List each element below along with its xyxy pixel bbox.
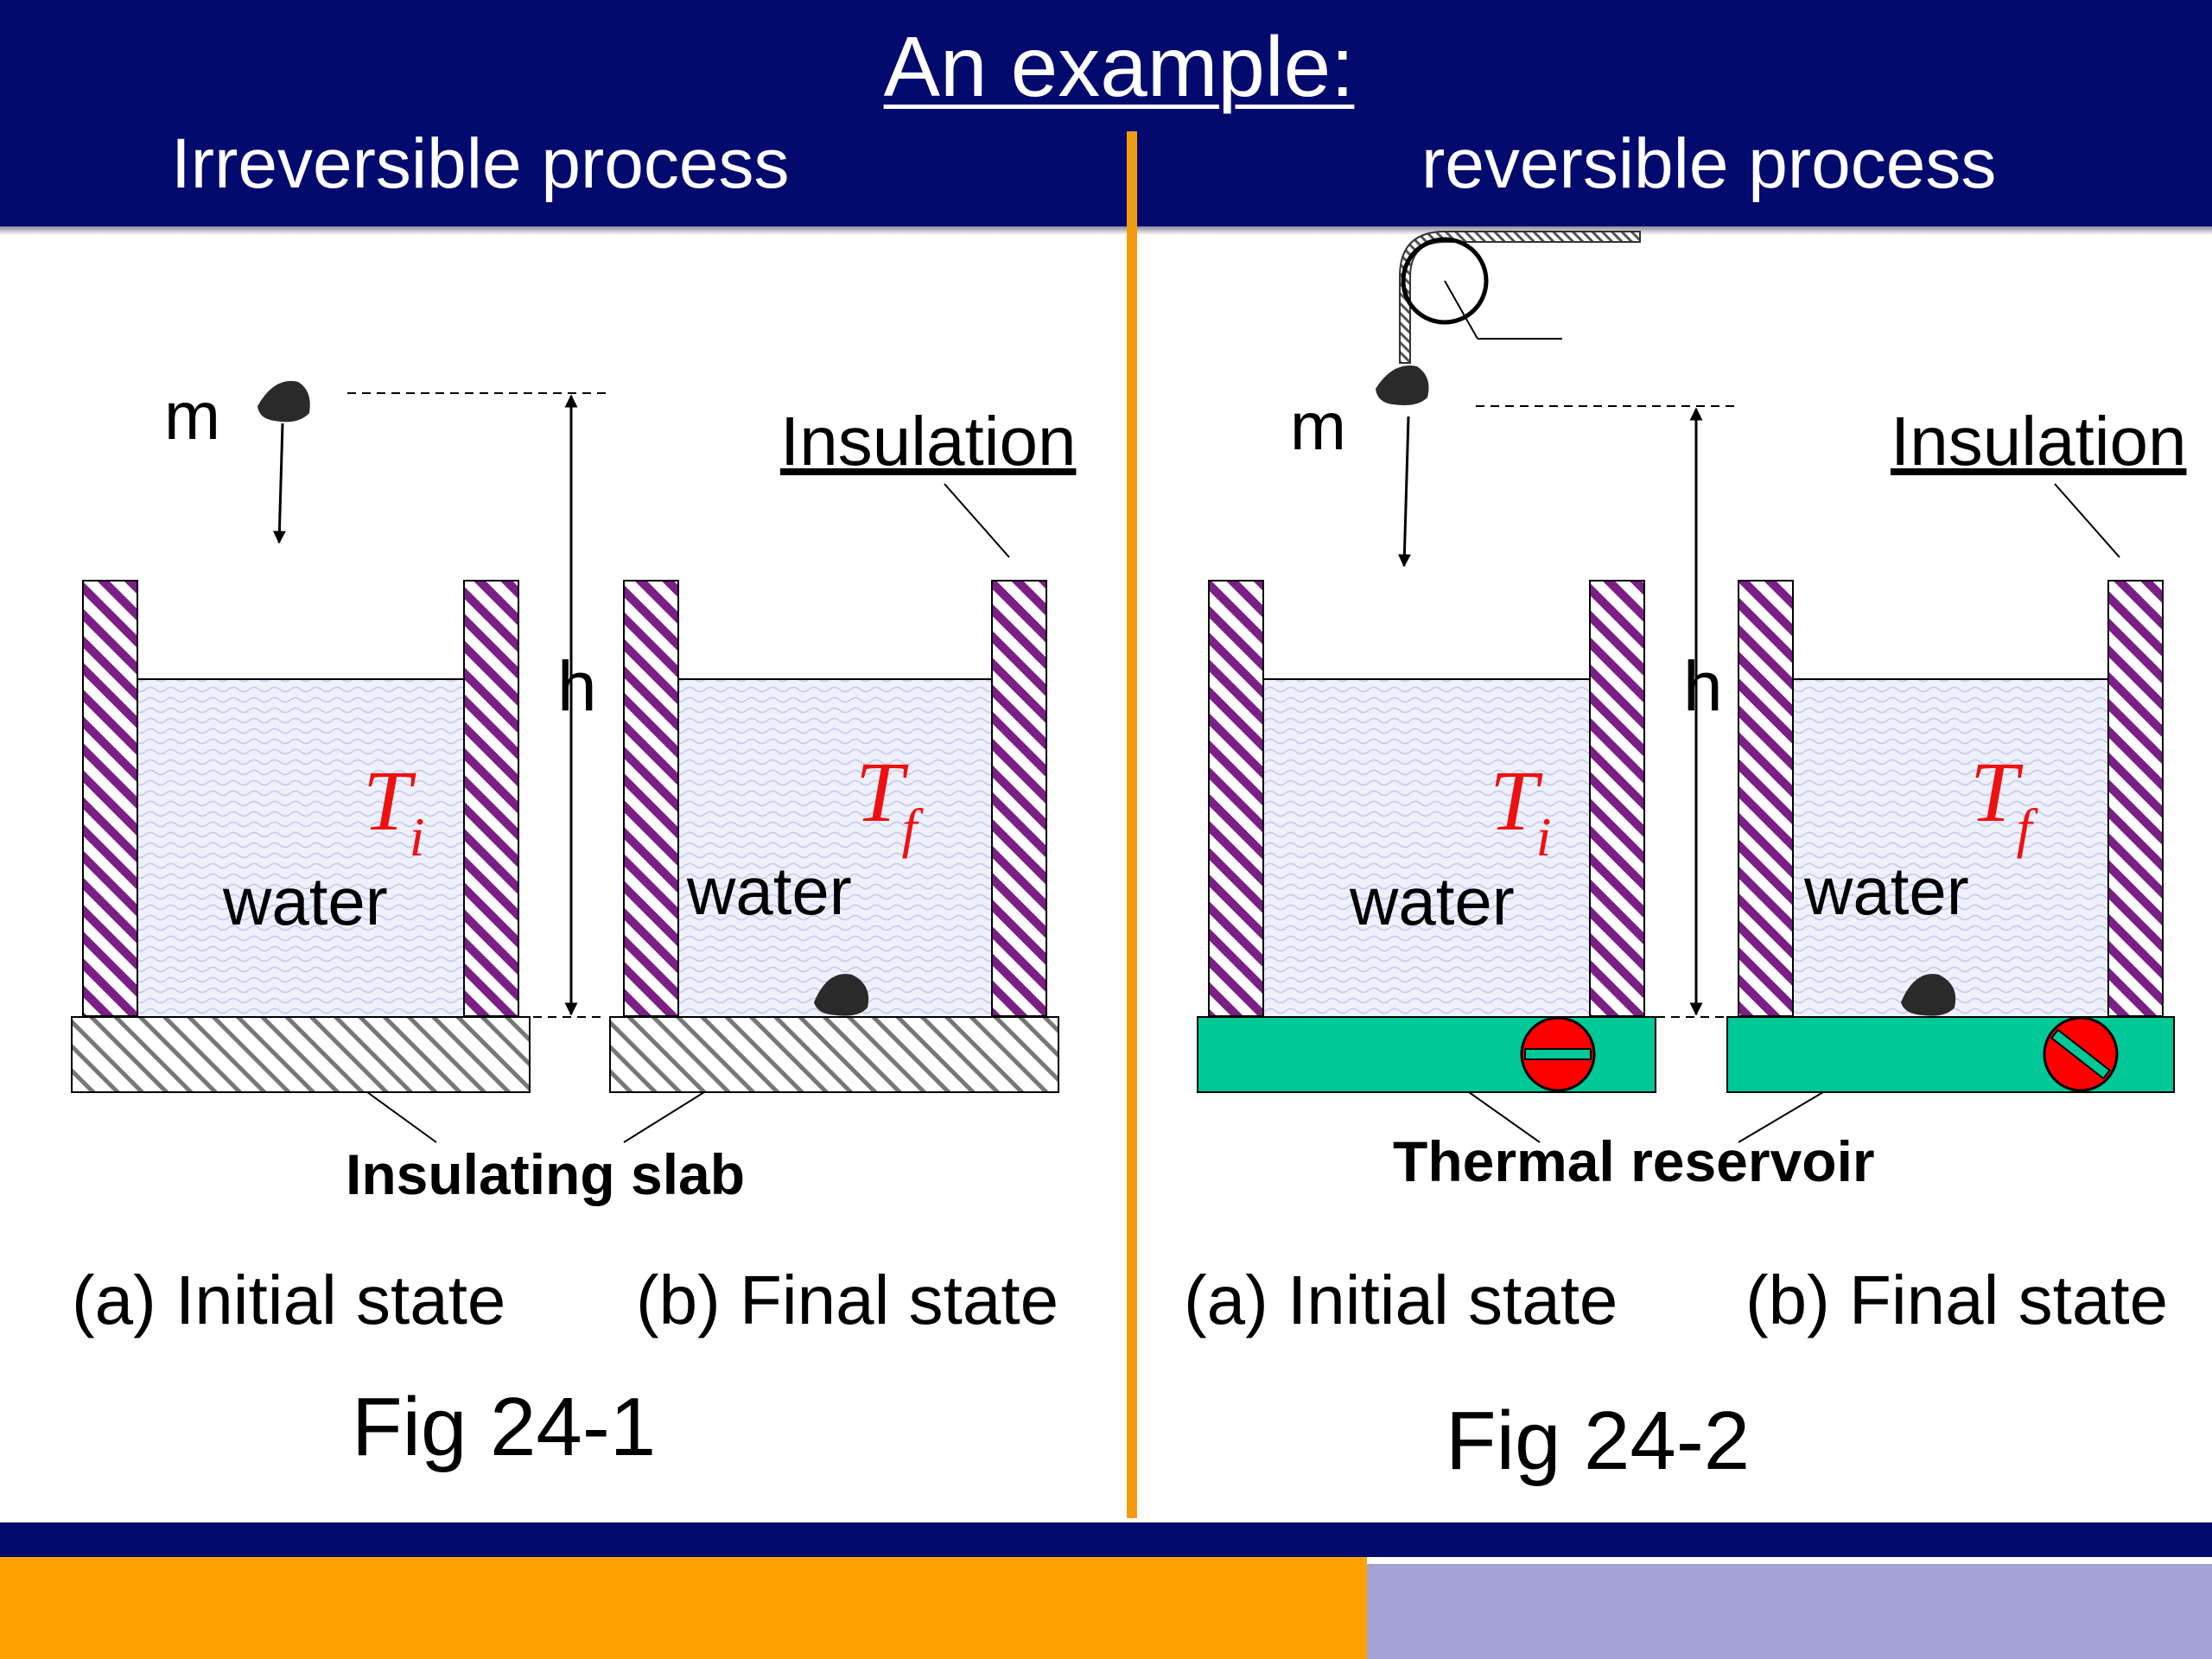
fall-arrow [1397,416,1411,568]
caption-initial: (a) Initial state [1184,1262,1618,1338]
water-label: water [1349,863,1515,939]
height-label: h [1683,647,1723,726]
container-initial: Ti water [82,580,519,1017]
footer-lavender-block [1367,1557,2212,1659]
height-label: h [557,647,597,726]
insulation-leader [2054,483,2120,558]
fall-arrow [272,423,286,544]
insulation-label: Insulation [780,403,1076,480]
container-wall-left [1738,580,1794,1017]
insulating-slab-a [71,1016,531,1093]
insulation-leader [944,483,1010,558]
temperature-initial: Ti [1490,753,1551,868]
screw-icon [1520,1016,1596,1092]
container-wall-right [991,580,1047,1017]
screw-icon [2043,1016,2119,1092]
slab-label: Insulating slab [346,1142,745,1206]
stone-icon [257,380,310,423]
caption-final: (b) Final state [636,1262,1058,1338]
reservoir-leader-b [1738,1091,1824,1143]
container-final: Tf water [623,580,1047,1017]
slide-header [0,0,2212,226]
reservoir-label: Thermal reservoir [1393,1129,1875,1193]
slab-leader-b [623,1091,705,1143]
water-label: water [686,853,852,929]
figure-label: Fig 24-2 [1446,1395,1750,1487]
stone-icon [1901,974,1956,1016]
stone-icon [814,974,869,1016]
reversible-figure: m h Ti water Tf water [1184,231,2186,1487]
water-label: water [222,863,388,939]
container-wall-right [2107,580,2164,1017]
container-wall-left [1208,580,1264,1017]
container-wall-right [463,580,519,1017]
figure-label: Fig 24-1 [352,1381,656,1473]
container-wall-right [1589,580,1645,1017]
caption-final: (b) Final state [1745,1262,2168,1338]
container-wall-left [623,580,679,1017]
header-shadow [0,226,2212,235]
water-label: water [1803,853,1969,929]
footer-rule [1367,1557,2212,1564]
pulley-icon [1399,231,1641,364]
right-heading: reversible process [1421,124,1997,203]
footer-orange-block [0,1557,1367,1659]
container-final: Tf water [1738,580,2164,1017]
slab-leader-a [366,1091,437,1143]
caption-initial: (a) Initial state [72,1262,505,1338]
stone-icon [1376,365,1429,405]
mass-label: m [1290,388,1346,464]
temperature-initial: Ti [363,753,424,868]
insulation-label: Insulation [1891,403,2186,480]
section-divider [1127,131,1137,1518]
slide-title: An example: [883,19,1355,114]
reservoir-leader-a [1468,1091,1541,1143]
left-heading: Irreversible process [171,124,790,203]
container-wall-left [82,580,138,1017]
irreversible-figure: m h Ti water Tf water Insulation [71,378,1076,1473]
insulating-slab-b [609,1016,1059,1093]
footer-band [0,1522,2212,1557]
container-initial: Ti water [1208,580,1645,1017]
mass-label: m [164,378,220,454]
